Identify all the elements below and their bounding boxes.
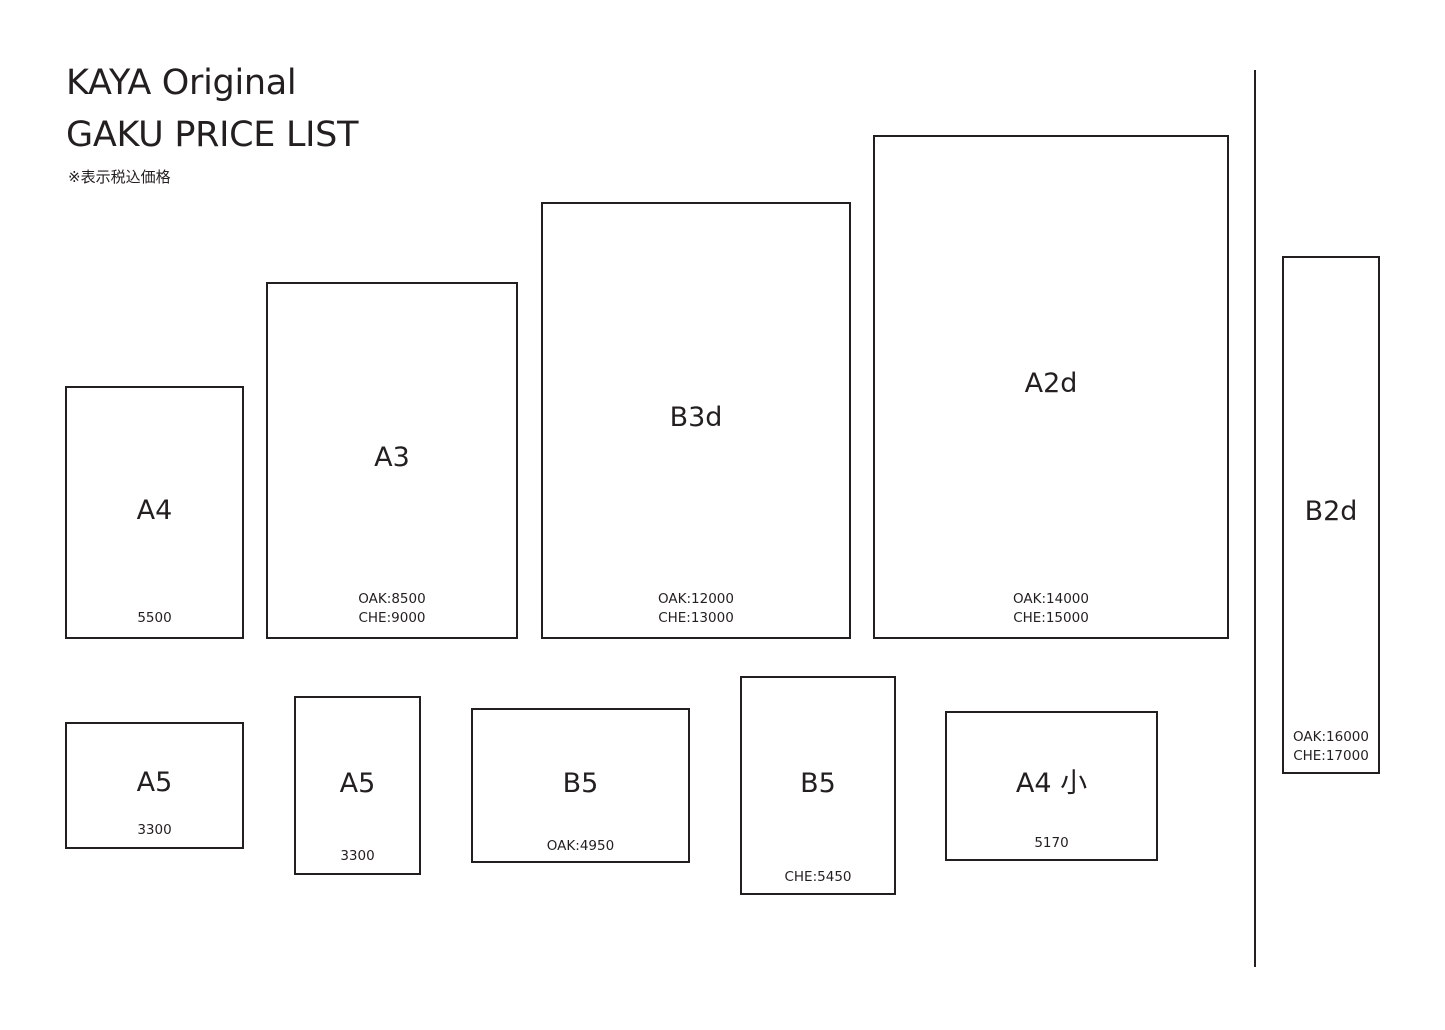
frame-size-label: B3d	[669, 402, 723, 433]
frame-size-label: A5	[339, 768, 376, 799]
frame-a5-landscape: A5 3300	[65, 722, 244, 849]
frame-price: OAK:16000 CHE:17000	[1284, 728, 1378, 766]
price-line: 5500	[137, 610, 172, 626]
frame-price: 3300	[67, 821, 242, 840]
frame-size-label: A5	[136, 767, 173, 798]
frame-a4-small: A4 小 5170	[945, 711, 1158, 861]
price-line: 3300	[137, 822, 172, 838]
frame-size-label: A4	[136, 495, 173, 526]
price-line: 5170	[1034, 835, 1069, 851]
frame-size-label: B5	[800, 768, 836, 799]
price-line-oak: OAK:12000	[658, 591, 734, 607]
frame-a5-portrait: A5 3300	[294, 696, 421, 875]
frame-a2d: A2d OAK:14000 CHE:15000	[873, 135, 1229, 639]
frame-price: 5500	[67, 609, 242, 628]
title-line-2: GAKU PRICE LIST	[66, 115, 359, 155]
price-line: 3300	[340, 848, 375, 864]
frame-a4: A4 5500	[65, 386, 244, 639]
price-line-che: CHE:17000	[1293, 748, 1369, 764]
frame-price: OAK:12000 CHE:13000	[543, 590, 849, 628]
price-line-oak: OAK:14000	[1013, 591, 1089, 607]
vertical-divider	[1254, 70, 1256, 967]
price-line-che: CHE:13000	[658, 610, 734, 626]
frame-size-label: B2d	[1304, 496, 1358, 527]
frame-price: 3300	[296, 847, 419, 866]
frame-price: CHE:5450	[742, 868, 894, 887]
frame-price: 5170	[947, 834, 1156, 853]
price-line-oak: OAK:4950	[546, 838, 615, 854]
frame-a3: A3 OAK:8500 CHE:9000	[266, 282, 518, 639]
price-line-che: CHE:5450	[784, 869, 852, 885]
frame-size-label: A4 小	[1015, 768, 1088, 799]
frame-price: OAK:14000 CHE:15000	[875, 590, 1227, 628]
frame-size-label: A2d	[1024, 368, 1078, 399]
frame-price: OAK:8500 CHE:9000	[268, 590, 516, 628]
price-line-che: CHE:9000	[358, 610, 426, 626]
price-line-oak: OAK:8500	[358, 591, 426, 607]
frame-price: OAK:4950	[473, 837, 688, 856]
tax-note: ※表示税込価格	[68, 168, 171, 186]
frame-b5-landscape: B5 OAK:4950	[471, 708, 690, 863]
title-line-1: KAYA Original	[66, 63, 297, 103]
frame-b2d: B2d OAK:16000 CHE:17000	[1282, 256, 1380, 774]
price-line-oak: OAK:16000	[1293, 729, 1369, 745]
frame-b3d: B3d OAK:12000 CHE:13000	[541, 202, 851, 639]
frame-b5-portrait: B5 CHE:5450	[740, 676, 896, 895]
frame-size-label: A3	[374, 442, 410, 473]
price-line-che: CHE:15000	[1013, 610, 1089, 626]
frame-size-label: B5	[562, 768, 599, 799]
